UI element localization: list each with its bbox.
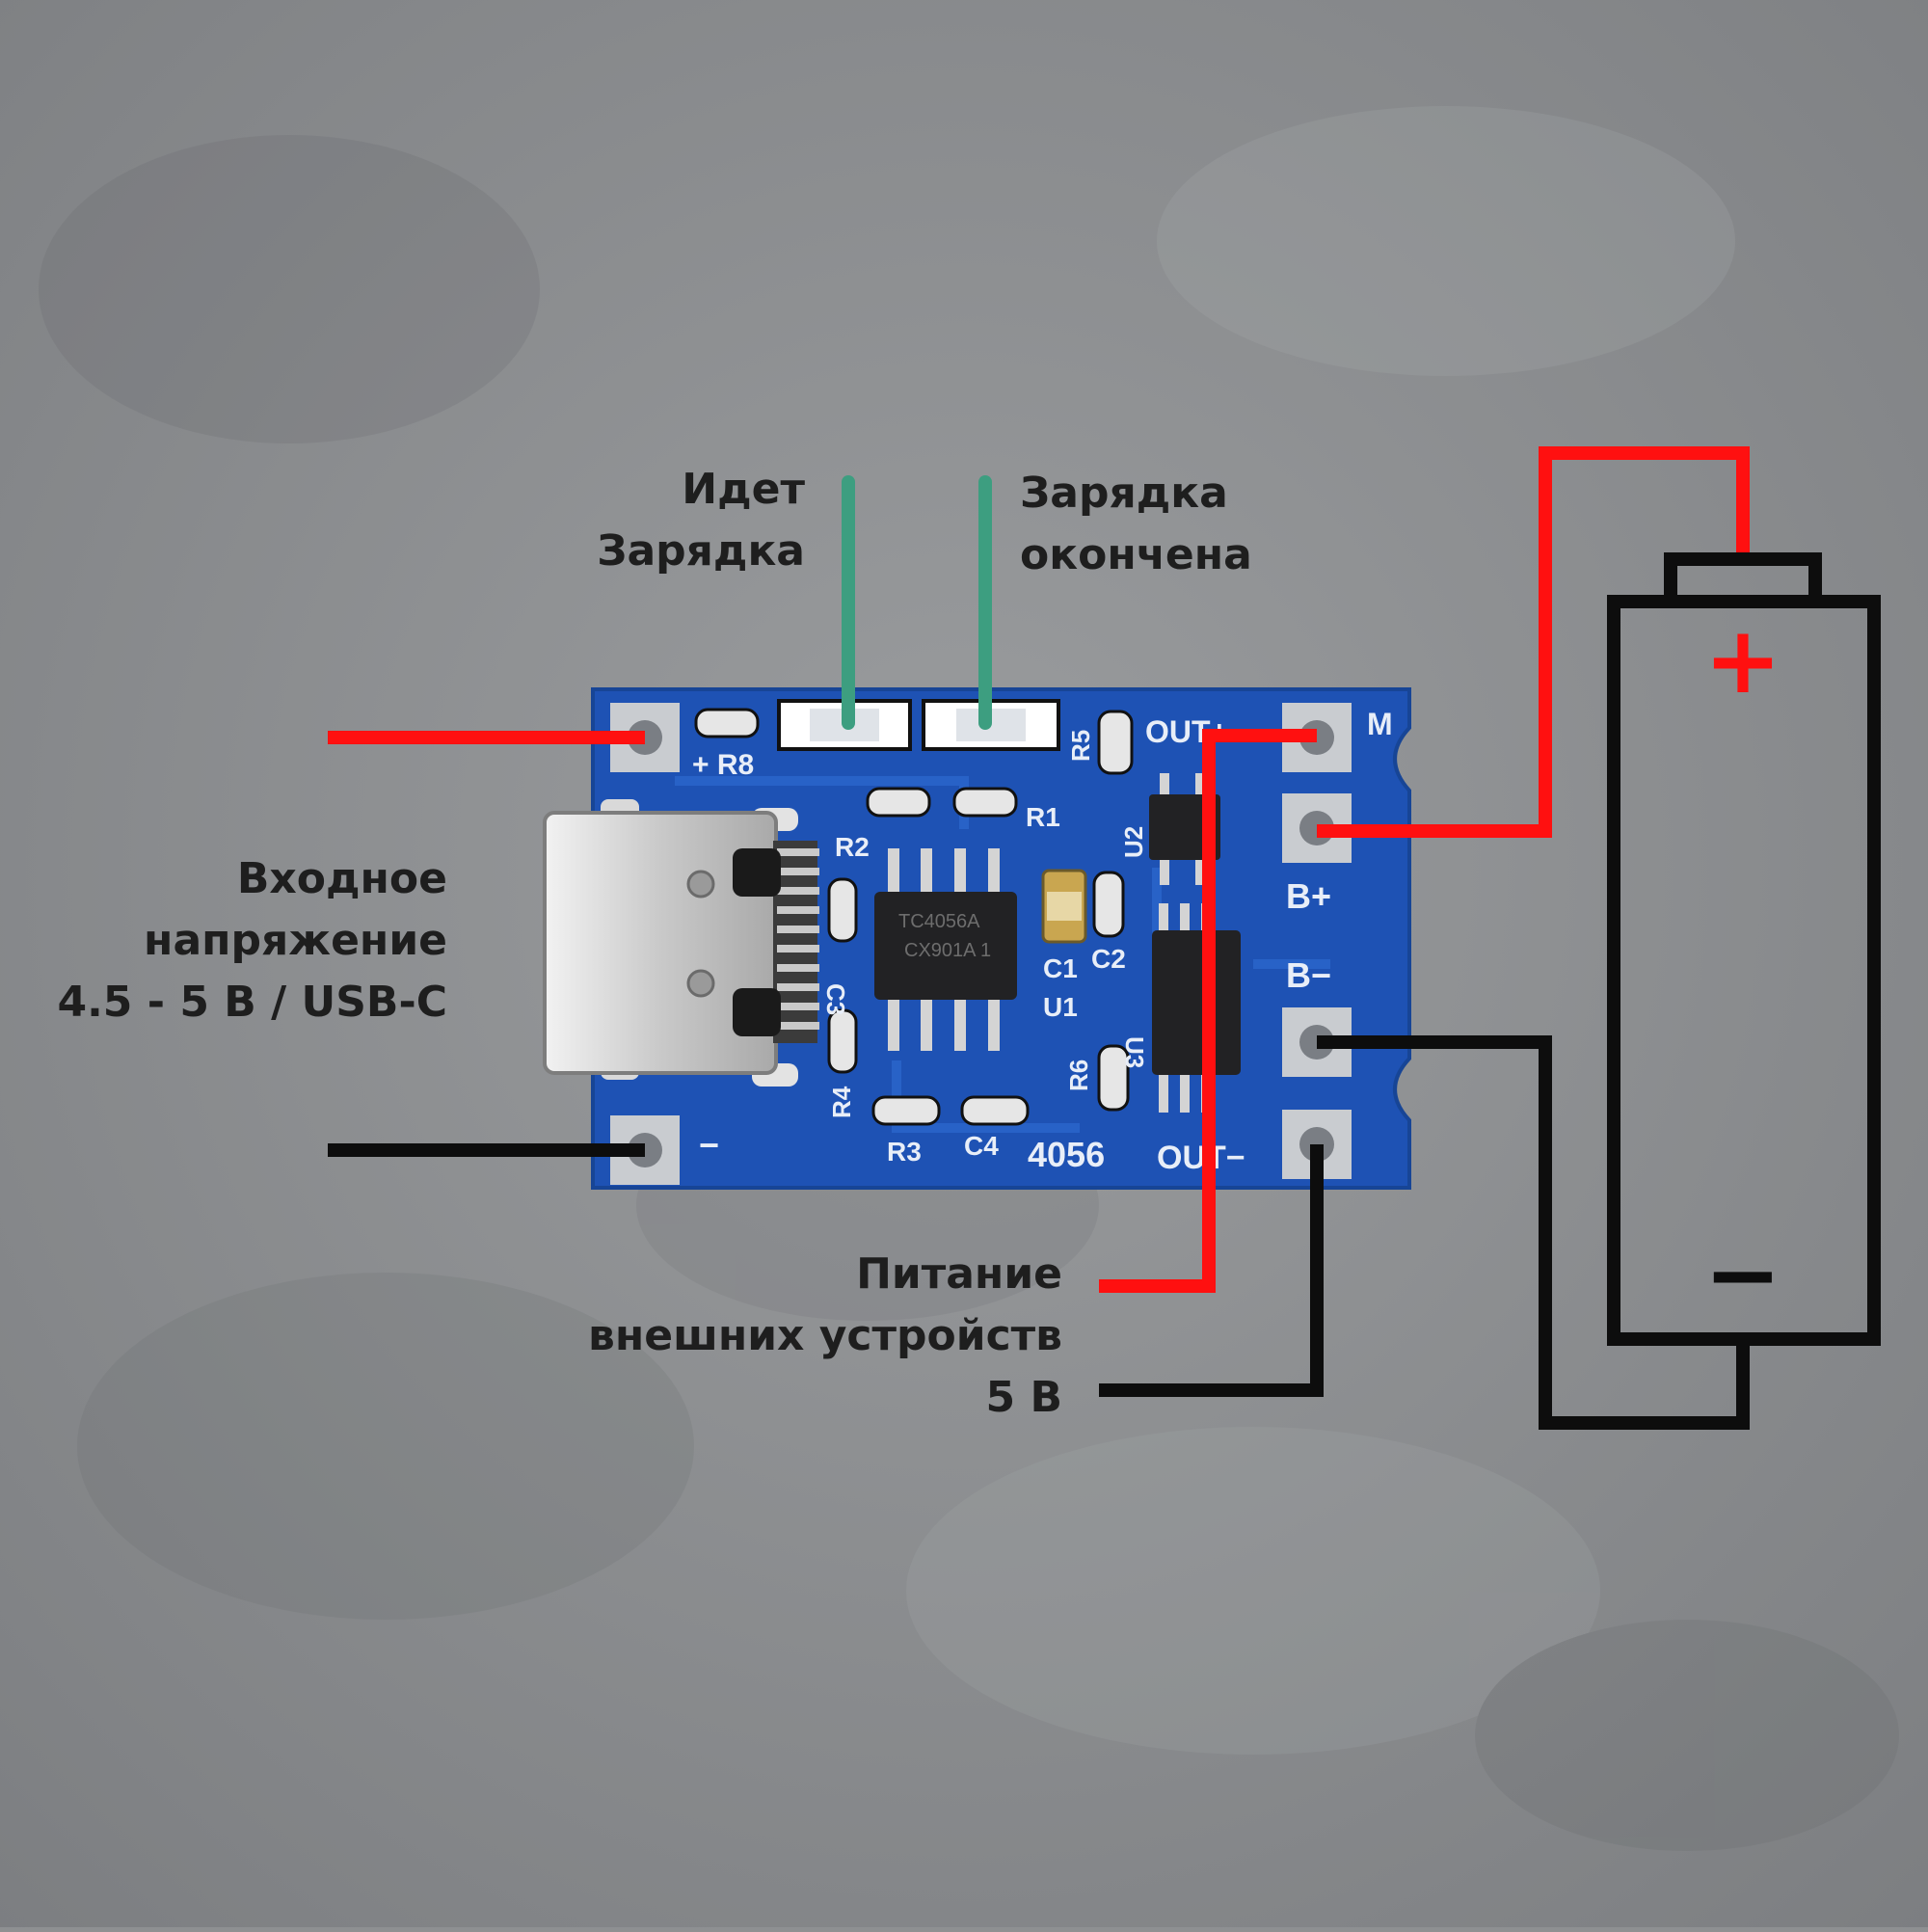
tp4056-board: TC4056A CX901A 1 [543,687,1411,1190]
label-input: Входное напряжение 4.5 - 5 В / USB-C [57,848,447,1033]
silk-r8: + R8 [692,749,754,781]
wires [328,446,1750,1430]
silk-c3: C3 [821,983,850,1015]
label-input-line2: напряжение [144,916,447,965]
battery-18650: + − [1607,552,1881,1346]
capacitor-c2 [1092,871,1125,938]
wire-output-minus [1099,1144,1324,1397]
silk-c2: C2 [1091,944,1126,974]
label-charging-line2: Зарядка [597,526,805,576]
resistor-r8 [694,708,760,738]
silk-c1: C1 [1043,953,1078,983]
usb-c-connector [543,799,819,1087]
silk-r4: R4 [827,1086,856,1118]
label-output-line3: 5 В [985,1373,1062,1422]
smd-components [694,708,1134,1126]
silk-u2: U2 [1119,826,1148,858]
resistor-r2 [866,787,931,818]
wire-output-plus [1099,729,1317,1293]
silk-minus: − [699,1125,719,1165]
resistor-r4a [827,877,858,943]
silk-r5: R5 [1066,730,1095,762]
silk-r3: R3 [887,1137,922,1167]
silk-u1: U1 [1043,992,1078,1022]
silk-b-plus: B+ [1286,876,1331,916]
capacitor-c1 [1041,869,1087,944]
silk-m: M [1367,707,1393,741]
resistor-r4b [827,1008,858,1074]
capacitor-c4 [960,1095,1030,1126]
resistor-r6 [1097,1044,1130,1112]
battery-minus-sign: − [1704,1221,1781,1328]
wire-battery-minus [1317,1035,1750,1430]
label-charge-done-line1: Зарядка [1020,469,1228,518]
silk-c4: C4 [964,1131,999,1161]
resistor-r1 [952,787,1018,818]
label-charge-done: Зарядка окончена [1020,463,1252,586]
silk-r6: R6 [1064,1060,1093,1091]
label-output-line1: Питание [856,1249,1062,1299]
silk-r2: R2 [835,832,870,862]
silk-u3: U3 [1120,1036,1149,1068]
battery-body [1607,595,1881,1346]
silk-b-minus: B− [1286,955,1331,995]
wire-battery-plus [1317,446,1750,838]
label-input-line1: Входное [236,854,447,903]
silk-model: 4056 [1028,1135,1105,1174]
resistor-r5 [1097,710,1134,775]
battery-plus-sign: + [1704,606,1781,714]
charger-ic-u1: TC4056A CX901A 1 [874,848,1017,1051]
silk-out-minus: OUT− [1157,1140,1245,1176]
label-output: Питание внешних устройств 5 В [588,1244,1062,1429]
chip-marking-2: CX901A 1 [904,940,991,961]
label-charge-done-line2: окончена [1020,530,1252,579]
label-input-line3: 4.5 - 5 В / USB-C [57,978,447,1027]
label-charging: Идет Зарядка [597,459,805,582]
label-output-line2: внешних устройств [588,1311,1062,1360]
silk-r1: R1 [1026,802,1060,832]
chip-marking-1: TC4056A [898,911,980,932]
label-charging-line1: Идет [682,465,805,514]
resistor-r3 [871,1095,941,1126]
